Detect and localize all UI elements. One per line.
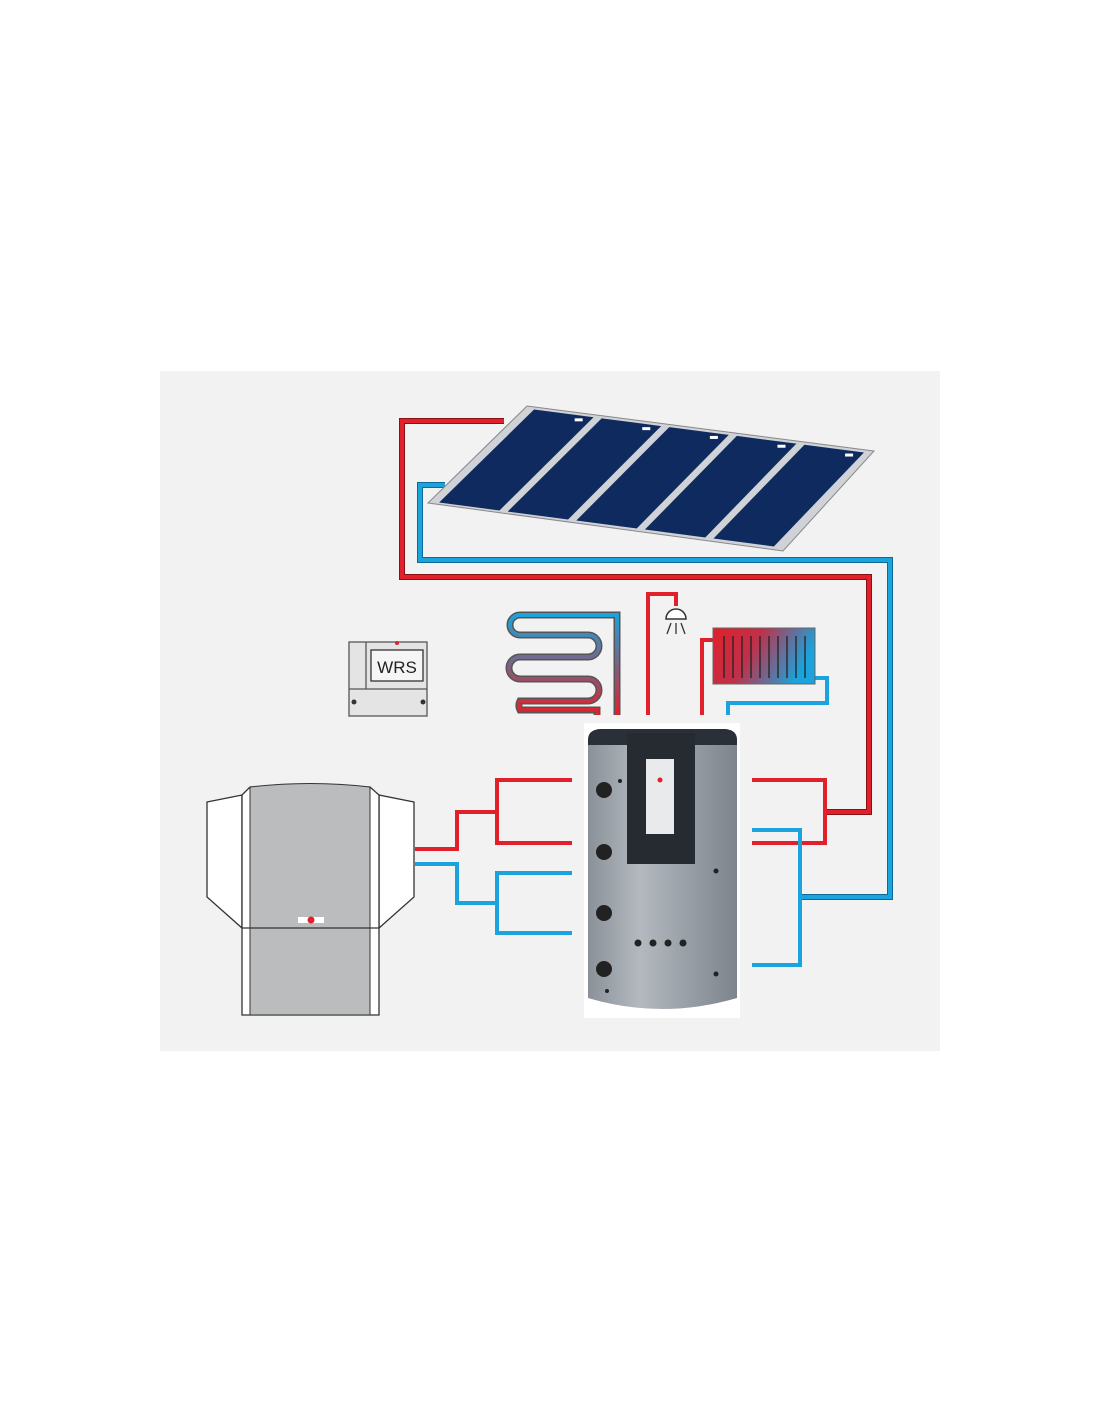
boiler bbox=[206, 783, 415, 1016]
shower bbox=[646, 592, 687, 715]
solar-panel bbox=[713, 444, 864, 547]
shower-head-icon bbox=[665, 608, 687, 620]
panel-logo bbox=[642, 427, 651, 431]
solar-collectors bbox=[426, 405, 876, 552]
panel-logo bbox=[574, 418, 583, 422]
panel-logo bbox=[709, 435, 718, 439]
tank-solar-cold-branch bbox=[752, 828, 802, 967]
controller-label: WRS bbox=[377, 658, 417, 677]
controller: WRS bbox=[348, 641, 428, 717]
collector-circuit bbox=[399, 418, 893, 967]
solar-flow-pipe bbox=[400, 419, 871, 814]
boiler-circuit bbox=[415, 778, 572, 935]
radiator bbox=[700, 627, 829, 715]
boiler-return-pipe bbox=[415, 862, 497, 905]
solar-panel bbox=[644, 435, 797, 538]
tank-solar-hot-branch bbox=[752, 778, 827, 845]
solar-panel bbox=[439, 409, 594, 511]
buffer-tank bbox=[584, 723, 740, 1018]
panel-logo bbox=[845, 453, 854, 457]
solar-panel bbox=[576, 427, 729, 529]
solar-return-pipe bbox=[418, 483, 892, 899]
solar-panel bbox=[507, 418, 662, 520]
boiler-flow-pipe bbox=[415, 810, 497, 851]
panel-logo bbox=[777, 444, 786, 448]
underfloor-heating bbox=[505, 611, 621, 715]
wolf-logo bbox=[298, 916, 324, 924]
